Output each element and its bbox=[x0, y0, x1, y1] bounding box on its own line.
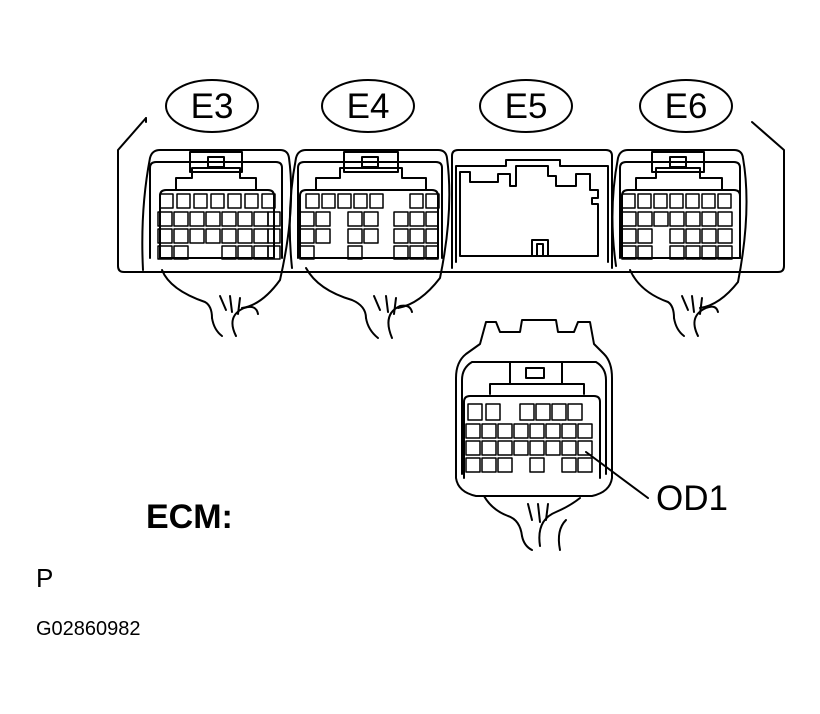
e6-label: E6 bbox=[665, 87, 708, 126]
e5-label-ellipse bbox=[479, 79, 573, 133]
e4-label-ellipse bbox=[321, 79, 415, 133]
od1-leader-line bbox=[585, 451, 649, 499]
ecm-title: ECM: bbox=[146, 498, 233, 536]
e6-pin-grid bbox=[621, 193, 733, 260]
note-letter: P bbox=[36, 563, 53, 593]
connector-e5 bbox=[451, 149, 613, 269]
e5-label: E5 bbox=[505, 87, 548, 126]
od1-pin-grid bbox=[465, 403, 593, 473]
e6-label-ellipse bbox=[639, 79, 733, 133]
connector-e4 bbox=[288, 149, 451, 339]
e3-label: E3 bbox=[191, 87, 234, 126]
figure-code: G02860982 bbox=[36, 618, 141, 640]
e4-pin-grid bbox=[299, 193, 440, 260]
e3-pin-grid bbox=[157, 193, 281, 260]
od1-label: OD1 bbox=[656, 479, 728, 518]
connector-od1 bbox=[455, 319, 613, 551]
ecm-housing bbox=[117, 117, 785, 273]
e3-label-ellipse bbox=[165, 79, 259, 133]
e4-label: E4 bbox=[347, 87, 390, 126]
